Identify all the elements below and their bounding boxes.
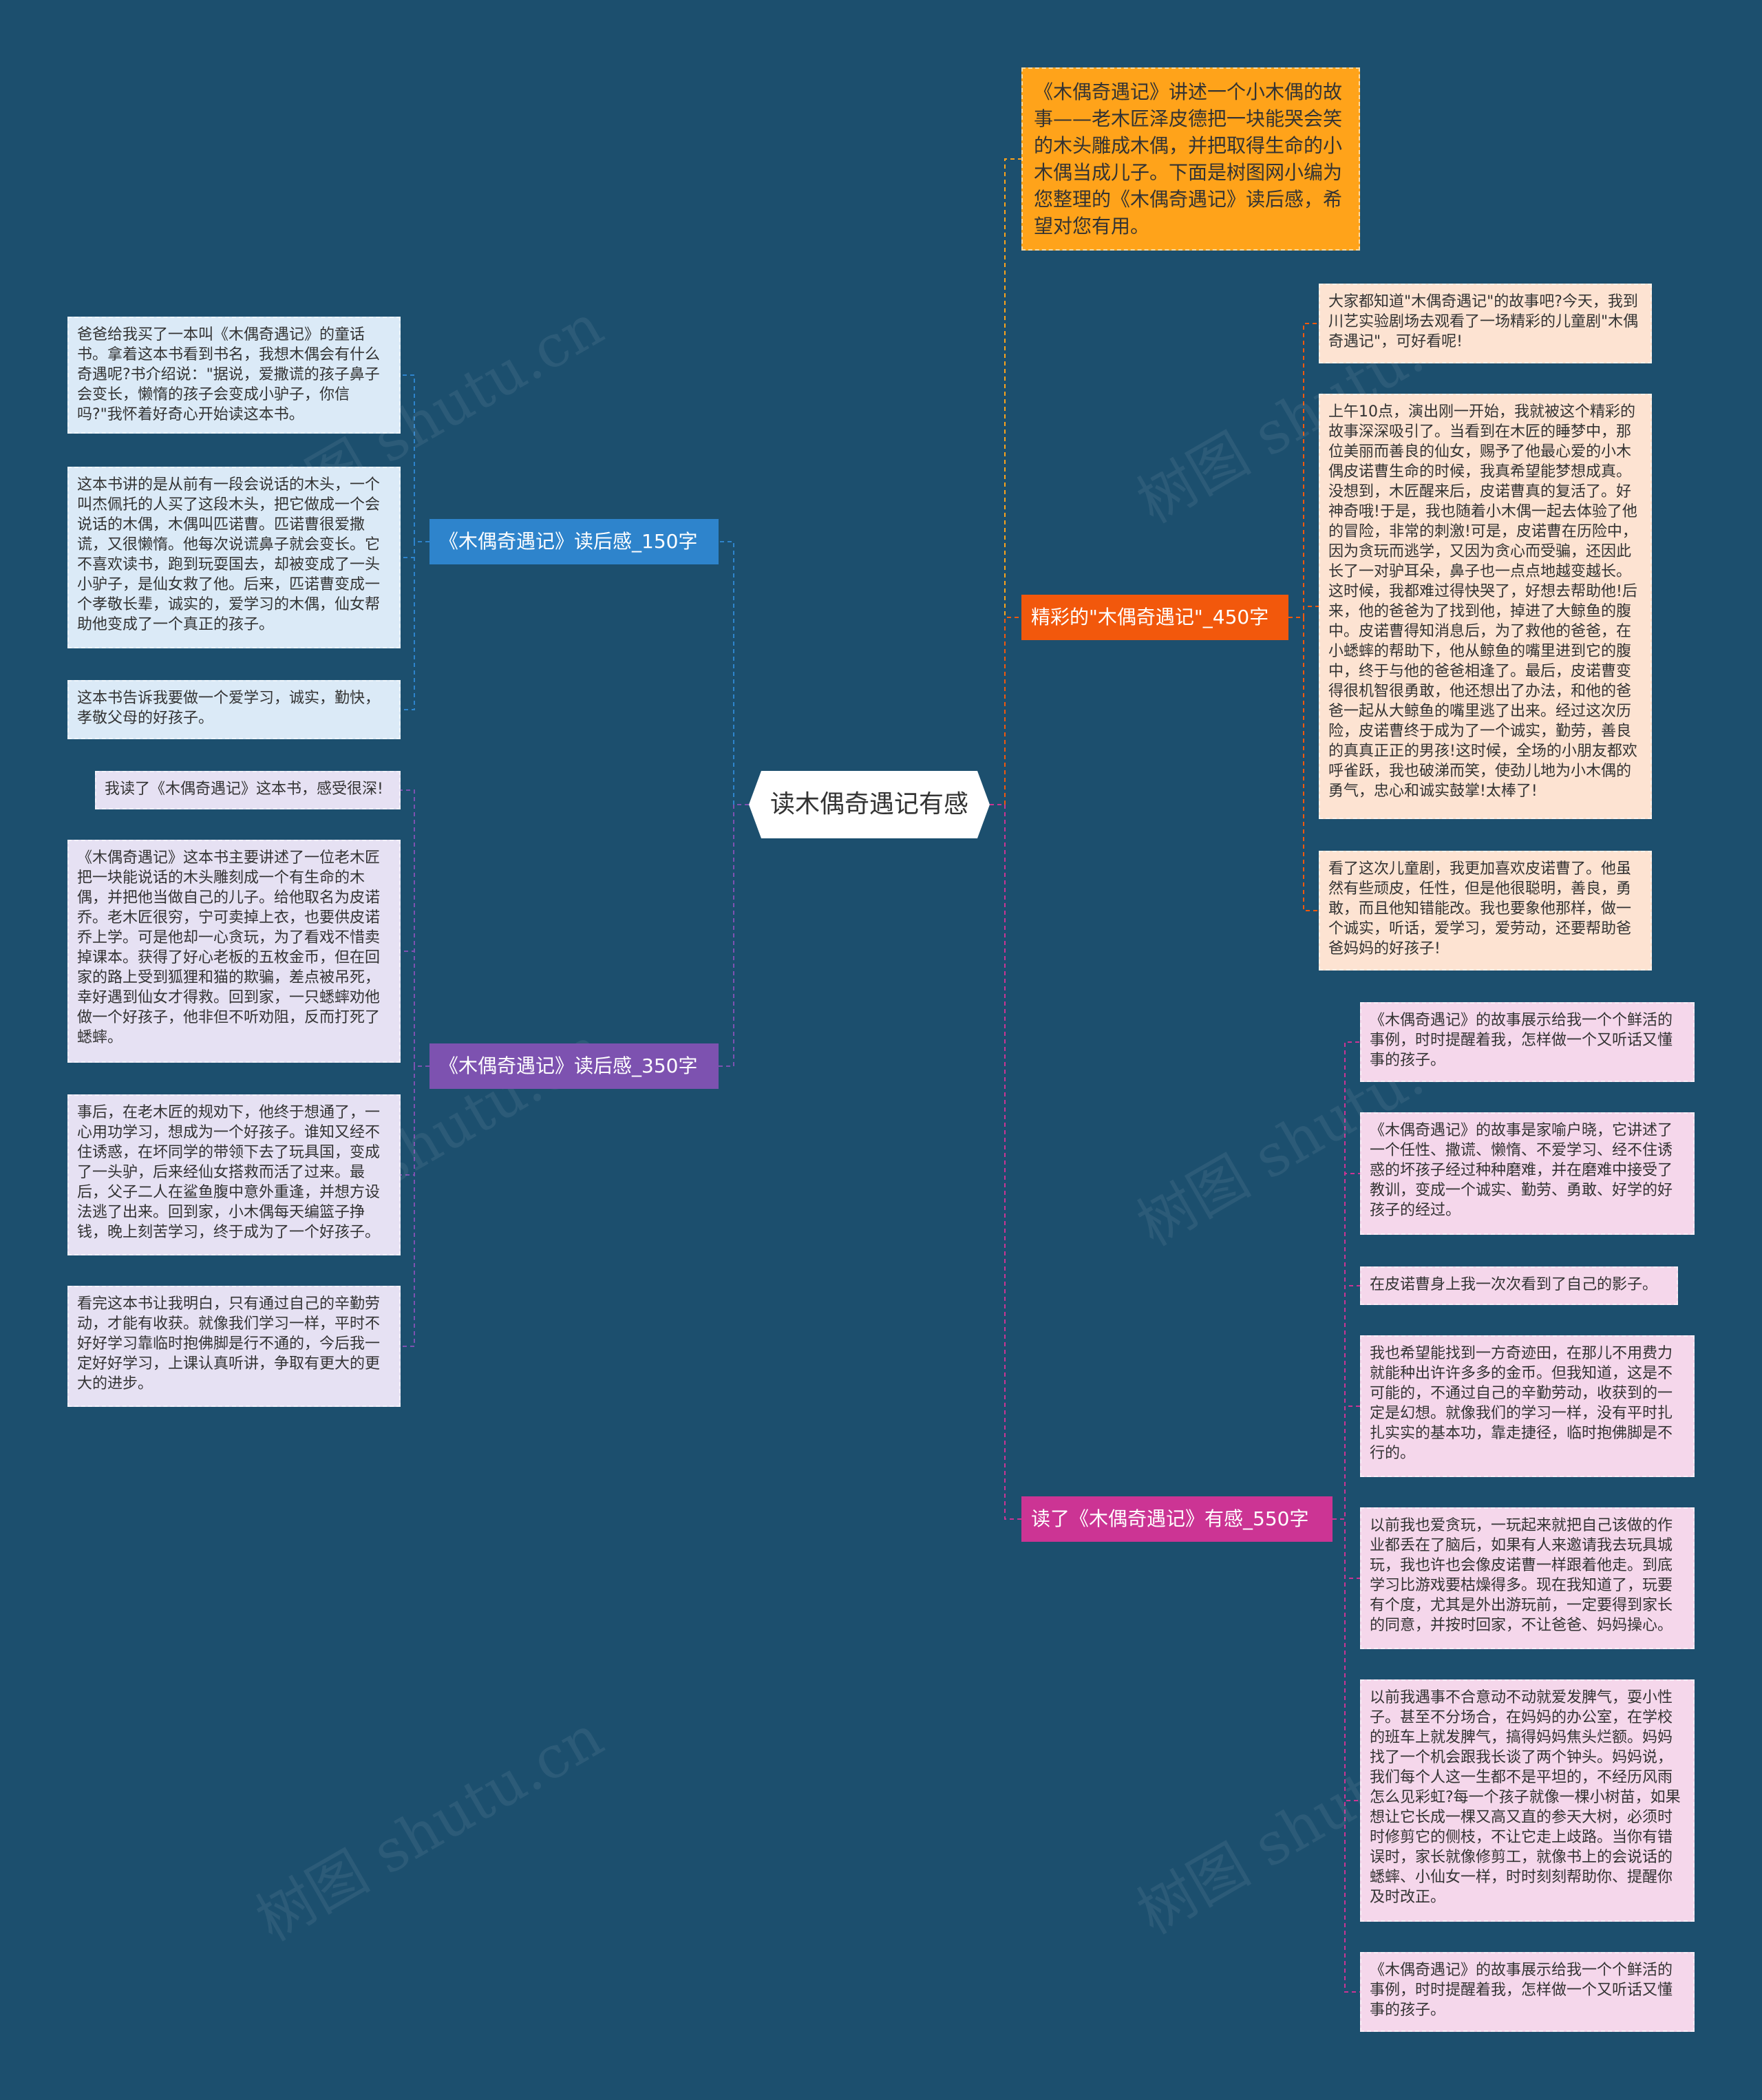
connector-b350-leaf — [401, 1065, 429, 1347]
leaf-350-2[interactable]: 《木偶奇遇记》这本书主要讲述了一位老木匠把一块能说话的木头雕刻成一个有生命的木偶… — [67, 840, 401, 1063]
leaf-450-3[interactable]: 看了这次儿童剧，我更加喜欢皮诺曹了。他虽然有些顽皮，任性，但是他很聪明，善良，勇… — [1319, 851, 1652, 971]
connector-b350 — [719, 804, 749, 1067]
leaf-150-3[interactable]: 这本书告诉我要做一个爱学习，诚实，勤快，孝敬父母的好孩子。 — [67, 680, 401, 739]
branch-550[interactable]: 读了《木偶奇遇记》有感_550字 — [1021, 1496, 1333, 1542]
connector-b150 — [719, 541, 749, 805]
connector-intro — [990, 158, 1021, 805]
connector-b450 — [990, 617, 1021, 805]
connector-b550-leaf — [1333, 1285, 1360, 1520]
connector-b150-leaf — [401, 541, 429, 710]
connector-b550-leaf — [1333, 1518, 1360, 1801]
branch-350[interactable]: 《木偶奇遇记》读后感_350字 — [429, 1043, 719, 1089]
leaf-550-4[interactable]: 我也希望能找到一方奇迹田，在那儿不用费力就能种出许许多多的金币。但我知道，这是不… — [1360, 1335, 1695, 1477]
connector-b450-leaf — [1288, 617, 1319, 911]
leaf-350-3[interactable]: 事后，在老木匠的规劝下，他终于想通了，一心用功学习，想成为一个好孩子。谁知又经不… — [67, 1094, 401, 1255]
leaf-350-1[interactable]: 我读了《木偶奇遇记》这本书，感受很深! — [95, 771, 401, 809]
connector-b350-leaf — [401, 951, 429, 1067]
connector-b450-leaf — [1288, 606, 1319, 618]
leaf-150-1[interactable]: 爸爸给我买了一本叫《木偶奇遇记》的童话书。拿着这本书看到书名，我想木偶会有什么奇… — [67, 317, 401, 434]
connector-b550-leaf — [1333, 1173, 1360, 1520]
leaf-350-4[interactable]: 看完这本书让我明白，只有通过自己的辛勤劳动，才能有收获。就像我们学习一样，平时不… — [67, 1286, 401, 1407]
center-topic[interactable]: 读木偶奇遇记有感 — [749, 771, 990, 838]
branch-450[interactable]: 精彩的"木偶奇遇记"_450字 — [1021, 595, 1288, 640]
leaf-550-3[interactable]: 在皮诺曹身上我一次次看到了自己的影子。 — [1360, 1266, 1678, 1305]
leaf-150-2[interactable]: 这本书讲的是从前有一段会说话的木头，一个叫杰佩托的人买了这段木头，把它做成一个会… — [67, 467, 401, 648]
connector-b550-leaf — [1333, 1518, 1360, 1993]
connector-b550-leaf — [1333, 1041, 1360, 1520]
connector-b550-leaf — [1333, 1518, 1360, 1579]
leaf-450-2[interactable]: 上午10点，演出刚一开始，我就被这个精彩的故事深深吸引了。当看到在木匠的睡梦中，… — [1319, 394, 1652, 819]
leaf-550-7[interactable]: 《木偶奇遇记》的故事展示给我一个个鲜活的事例，时时提醒着我，怎样做一个又听话又懂… — [1360, 1952, 1695, 2032]
intro-node[interactable]: 《木偶奇遇记》讲述一个小木偶的故事——老木匠泽皮德把一块能哭会笑的木头雕成木偶，… — [1021, 67, 1360, 251]
leaf-450-1[interactable]: 大家都知道"木偶奇遇记"的故事吧?今天，我到川艺实验剧场去观看了一场精彩的儿童剧… — [1319, 284, 1652, 363]
leaf-550-1[interactable]: 《木偶奇遇记》的故事展示给我一个个鲜活的事例，时时提醒着我，怎样做一个又听话又懂… — [1360, 1002, 1695, 1082]
connector-b550-leaf — [1333, 1406, 1360, 1520]
connector-b150-leaf — [401, 374, 429, 542]
leaf-550-5[interactable]: 以前我也爱贪玩，一玩起来就把自己该做的作业都丢在了脑后，如果有人来邀请我去玩具城… — [1360, 1507, 1695, 1649]
leaf-550-6[interactable]: 以前我遇事不合意动不动就爱发脾气，耍小性子。甚至不分场合，在妈妈的办公室，在学校… — [1360, 1679, 1695, 1922]
connector-b550 — [990, 804, 1021, 1520]
branch-150[interactable]: 《木偶奇遇记》读后感_150字 — [429, 519, 719, 564]
leaf-550-2[interactable]: 《木偶奇遇记》的故事是家喻户晓，它讲述了一个任性、撒谎、懒惰、不爱学习、经不住诱… — [1360, 1112, 1695, 1235]
connector-b450-leaf — [1288, 323, 1319, 618]
